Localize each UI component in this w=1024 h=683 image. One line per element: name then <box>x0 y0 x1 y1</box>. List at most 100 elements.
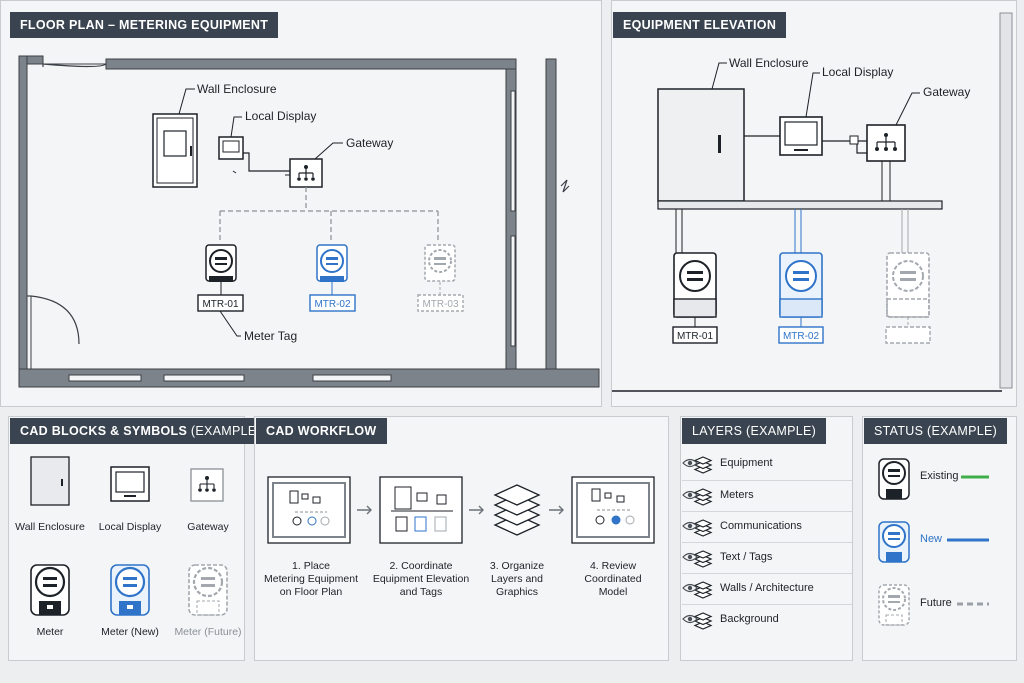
layer-name: Background <box>720 613 779 625</box>
meter-new-icon <box>110 564 150 616</box>
status-new-meter-icon <box>878 521 910 563</box>
layer-row-communications[interactable]: Communications <box>682 511 852 541</box>
floor-plan-title: FLOOR PLAN – METERING EQUIPMENT <box>10 12 279 38</box>
layer-name: Communications <box>720 520 802 532</box>
cad-blocks-panel: CAD BLOCKS & SYMBOLS (EXAMPLES) <box>8 416 280 661</box>
layer-name: Equipment <box>720 457 773 469</box>
elevation-tag-01: MTR-01 <box>677 331 714 342</box>
floor-plan-panel: FLOOR PLAN – METERING EQUIPMENT <box>0 0 602 407</box>
layer-row-walls-architecture[interactable]: Walls / Architecture <box>682 573 852 603</box>
elevation-meter-03 <box>886 252 930 327</box>
workflow-title: CAD WORKFLOW <box>256 418 387 444</box>
cad-block-label: Wall Enclosure <box>15 521 85 533</box>
layers-panel: LAYERS (EXAMPLE) Equipment Meters Commun… <box>680 416 853 661</box>
layer-row-meters[interactable]: Meters <box>682 480 852 510</box>
layers-icon <box>693 612 713 630</box>
layers-icon <box>693 550 713 568</box>
layers-icon <box>693 456 713 474</box>
elevation-tag-box-03 <box>885 326 931 344</box>
meter-mtr-03 <box>424 244 456 295</box>
floor-plan-windows <box>68 90 516 382</box>
elevation-label-gateway: Gateway <box>923 85 970 99</box>
elevation-local-display <box>779 116 823 156</box>
wall-enclosure-icon <box>30 456 70 506</box>
meter-tag-01: MTR-01 <box>202 299 239 310</box>
elevation-title: EQUIPMENT ELEVATION <box>613 12 787 38</box>
status-title: STATUS (EXAMPLE) <box>864 418 1008 444</box>
layer-row-background[interactable]: Background <box>682 604 852 634</box>
meter-mtr-01 <box>205 244 237 295</box>
layer-name: Walls / Architecture <box>720 582 814 594</box>
meter-mtr-02 <box>316 244 348 295</box>
elevation-tag-box-02 <box>778 326 824 344</box>
workflow-panel: CAD WORKFLOW <box>254 416 669 661</box>
meter-tag-03: MTR-03 <box>422 299 459 310</box>
elevation-meter-02 <box>779 252 823 327</box>
eye-icon[interactable] <box>682 457 698 469</box>
workflow-step-1-thumb <box>267 476 351 544</box>
workflow-diagram <box>267 476 655 544</box>
workflow-step-4-thumb <box>571 476 655 544</box>
cad-block-label: Meter <box>36 626 64 638</box>
cad-block-label: Gateway <box>187 521 229 533</box>
elevation-meter-01 <box>673 252 717 327</box>
eye-icon[interactable] <box>682 489 698 501</box>
eye-icon[interactable] <box>682 582 698 594</box>
label-wall-enclosure: Wall Enclosure <box>197 82 277 96</box>
meter-future-icon <box>188 564 228 616</box>
local-display-symbol <box>218 136 244 160</box>
workflow-arrow-3 <box>549 505 564 515</box>
layer-row-text-tags[interactable]: Text / Tags <box>682 542 852 572</box>
label-gateway: Gateway <box>346 136 393 150</box>
status-legend <box>878 458 989 626</box>
meter-tag-box-02 <box>309 294 356 312</box>
layer-name: Meters <box>720 489 754 501</box>
workflow-step-3-layers-icon <box>493 484 541 536</box>
status-future-label: Future <box>920 597 952 609</box>
elevation-drawing: MTR-01 MTR-02 Wall Enclosure Local Displ… <box>612 12 1013 392</box>
meter-tag-box-03 <box>417 294 464 312</box>
eye-icon[interactable] <box>682 520 698 532</box>
elevation-gateway <box>866 124 906 162</box>
elevation-label-local-display: Local Display <box>822 65 893 79</box>
elevation-raceway <box>657 200 943 210</box>
wall-enclosure-symbol <box>152 113 198 188</box>
label-local-display: Local Display <box>245 109 316 123</box>
elevation-wall-enclosure <box>657 88 745 202</box>
layers-title: LAYERS (EXAMPLE) <box>682 418 827 444</box>
cad-block-label: Meter (Future) <box>174 626 242 638</box>
layers-icon <box>693 488 713 506</box>
cad-blocks-symbols <box>30 456 228 616</box>
elevation-tag-02: MTR-02 <box>783 331 820 342</box>
gateway-symbol <box>289 158 323 188</box>
eye-icon[interactable] <box>682 551 698 563</box>
cad-block-label: Local Display <box>98 521 162 533</box>
status-new-label: New <box>920 533 943 545</box>
layer-row-equipment[interactable]: Equipment <box>682 449 852 479</box>
floor-plan-walls <box>18 55 600 388</box>
door-swing <box>27 63 107 345</box>
status-future-meter-icon <box>878 584 910 626</box>
eye-icon[interactable] <box>682 613 698 625</box>
layer-name: Text / Tags <box>720 551 773 563</box>
break-line <box>560 179 570 193</box>
meter-icon <box>30 564 70 616</box>
workflow-arrow-2 <box>469 505 484 515</box>
elevation-label-wall-enclosure: Wall Enclosure <box>729 56 809 70</box>
status-existing-label: Existing <box>920 470 959 482</box>
meter-tag-02: MTR-02 <box>314 299 351 310</box>
cad-blocks-title: CAD BLOCKS & SYMBOLS (EXAMPLES) <box>10 418 280 444</box>
cad-block-label: Meter (New) <box>101 626 159 638</box>
status-existing-meter-icon <box>878 458 910 500</box>
layers-icon <box>693 519 713 537</box>
gateway-icon <box>190 468 224 502</box>
label-meter-tag: Meter Tag <box>244 329 297 343</box>
workflow-step-2-thumb <box>379 476 463 544</box>
status-panel: STATUS (EXAMPLE) Existing New Futur <box>862 416 1017 661</box>
local-display-icon <box>110 466 150 502</box>
floor-plan-drawing: MTR-01 MTR-02 MTR-03 Wall Enclosure Loca… <box>18 55 600 388</box>
